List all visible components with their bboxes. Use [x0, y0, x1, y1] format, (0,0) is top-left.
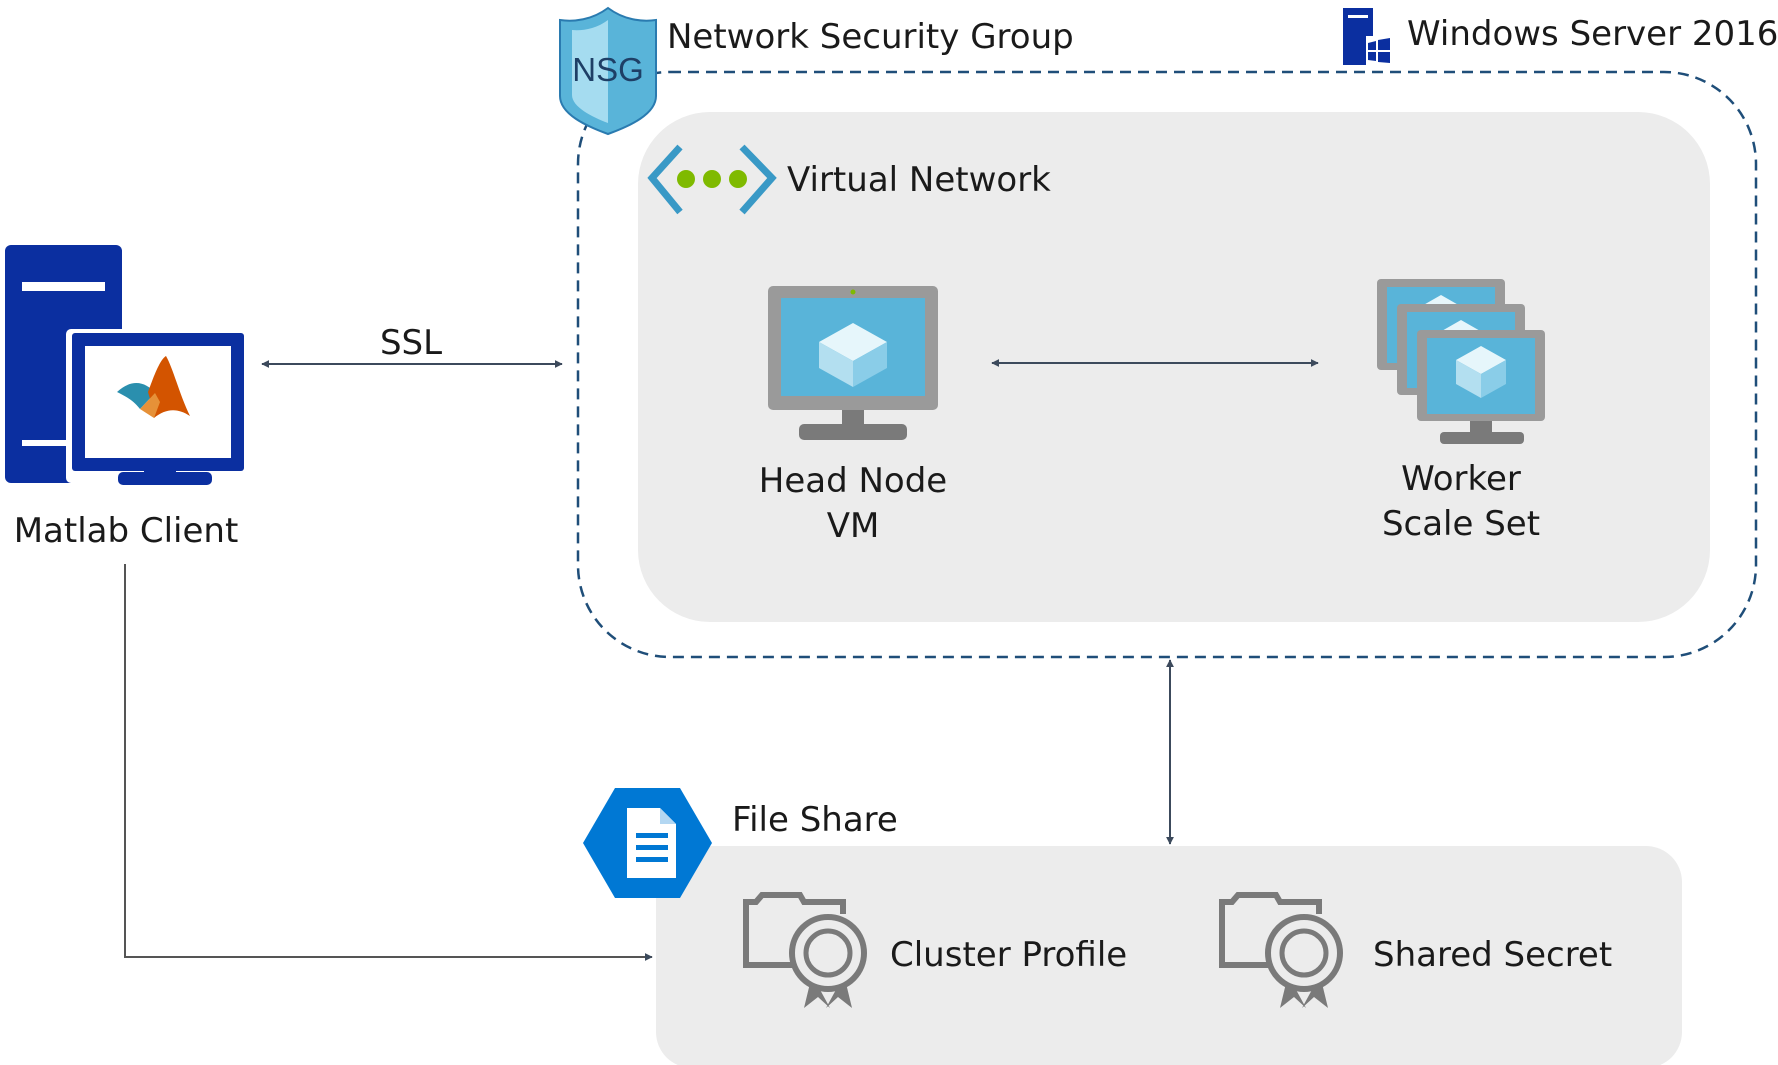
virtual-machine-icon	[768, 286, 938, 440]
ssl-label: SSL	[379, 323, 443, 363]
certificate-icon	[1219, 892, 1343, 1008]
file-share-panel	[656, 846, 1682, 1065]
cluster-profile-label: Cluster Profile	[890, 935, 1128, 975]
matlab-client-computer-icon	[5, 245, 248, 485]
head-node-label-line2: VM	[826, 506, 880, 546]
worker-label-line1: Worker	[1401, 459, 1521, 499]
file-share-icon	[583, 788, 712, 898]
head-node-label-line1: Head Node	[758, 461, 948, 501]
nsg-boundary	[576, 70, 1758, 659]
virtual-network-panel	[638, 112, 1710, 622]
client-fileshare-connector	[124, 564, 653, 961]
head-node-label: Head Node VM	[759, 459, 947, 549]
nsg-title: Network Security Group	[667, 17, 1074, 57]
nsg-badge-text: NSG	[572, 51, 644, 88]
scale-set-icon	[1377, 279, 1545, 444]
worker-label: Worker Scale Set	[1382, 457, 1540, 547]
nsg-shield-icon: NSG	[559, 6, 657, 136]
windows-server-icon	[1343, 8, 1390, 65]
matlab-client-label: Matlab Client	[13, 511, 239, 551]
virtual-network-label: Virtual Network	[787, 160, 1051, 200]
virtual-network-icon	[647, 144, 777, 215]
shared-secret-label: Shared Secret	[1373, 935, 1613, 975]
certificate-icon	[743, 892, 867, 1008]
windows-server-label: Windows Server 2016	[1407, 14, 1778, 54]
file-share-label: File Share	[732, 800, 898, 840]
worker-label-line2: Scale Set	[1381, 504, 1541, 544]
